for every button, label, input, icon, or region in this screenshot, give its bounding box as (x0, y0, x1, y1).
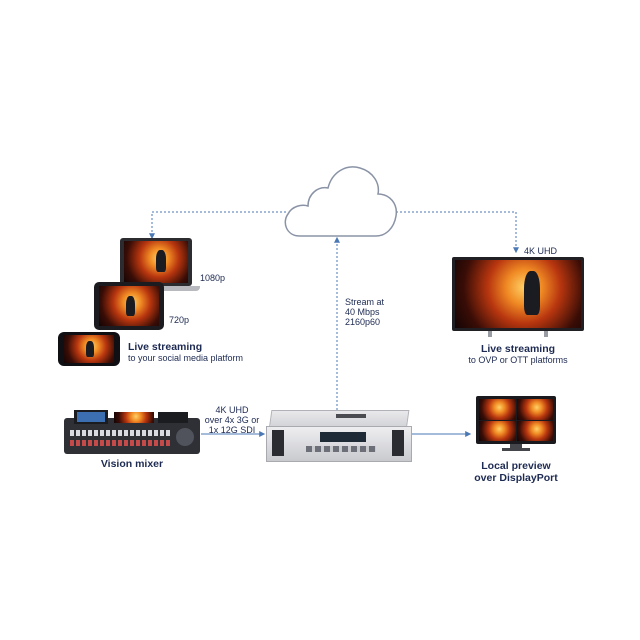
preview-label: Local preview over DisplayPort (456, 460, 576, 484)
line-cloud-to-laptop (149, 211, 286, 240)
live-streaming-ott: Live streaming to OVP or OTT platforms (452, 343, 584, 365)
input-line2: over 4x 3G or (204, 415, 260, 425)
preview-line1: Local preview (481, 460, 551, 472)
preview-monitor (476, 396, 556, 452)
input-line3: 1x 12G SDI (208, 425, 256, 435)
phone-device (58, 332, 120, 366)
stream-label: Stream at 40 Mbps 2160p60 (345, 297, 384, 327)
preview-line2: over DisplayPort (474, 472, 558, 484)
stream-line2: 40 Mbps (345, 307, 380, 317)
input-label: 4K UHD over 4x 3G or 1x 12G SDI (198, 405, 266, 435)
tablet-device (94, 282, 164, 332)
line-cloud-to-tv (392, 211, 519, 254)
live-ott-title: Live streaming (480, 343, 556, 355)
vision-mixer-label: Vision mixer (100, 458, 164, 470)
tv-device (452, 257, 584, 339)
live-ott-subtitle: to OVP or OTT platforms (468, 355, 568, 365)
vision-mixer-device (64, 410, 200, 456)
tv-resolution: 4K UHD (524, 246, 558, 256)
cloud-icon (284, 166, 398, 237)
tv-screen (455, 260, 581, 328)
live-social-subtitle: to your social media platform (128, 353, 244, 363)
live-streaming-social: Live streaming to your social media plat… (128, 341, 243, 363)
laptop-device (118, 238, 200, 296)
laptop-resolution: 1080p (200, 273, 226, 283)
stream-line1: Stream at (345, 297, 385, 307)
encoder-device (266, 410, 412, 462)
input-line1: 4K UHD (215, 405, 249, 415)
live-social-title: Live streaming (128, 341, 203, 353)
stream-line3: 2160p60 (345, 317, 381, 327)
tablet-resolution: 720p (169, 315, 190, 325)
